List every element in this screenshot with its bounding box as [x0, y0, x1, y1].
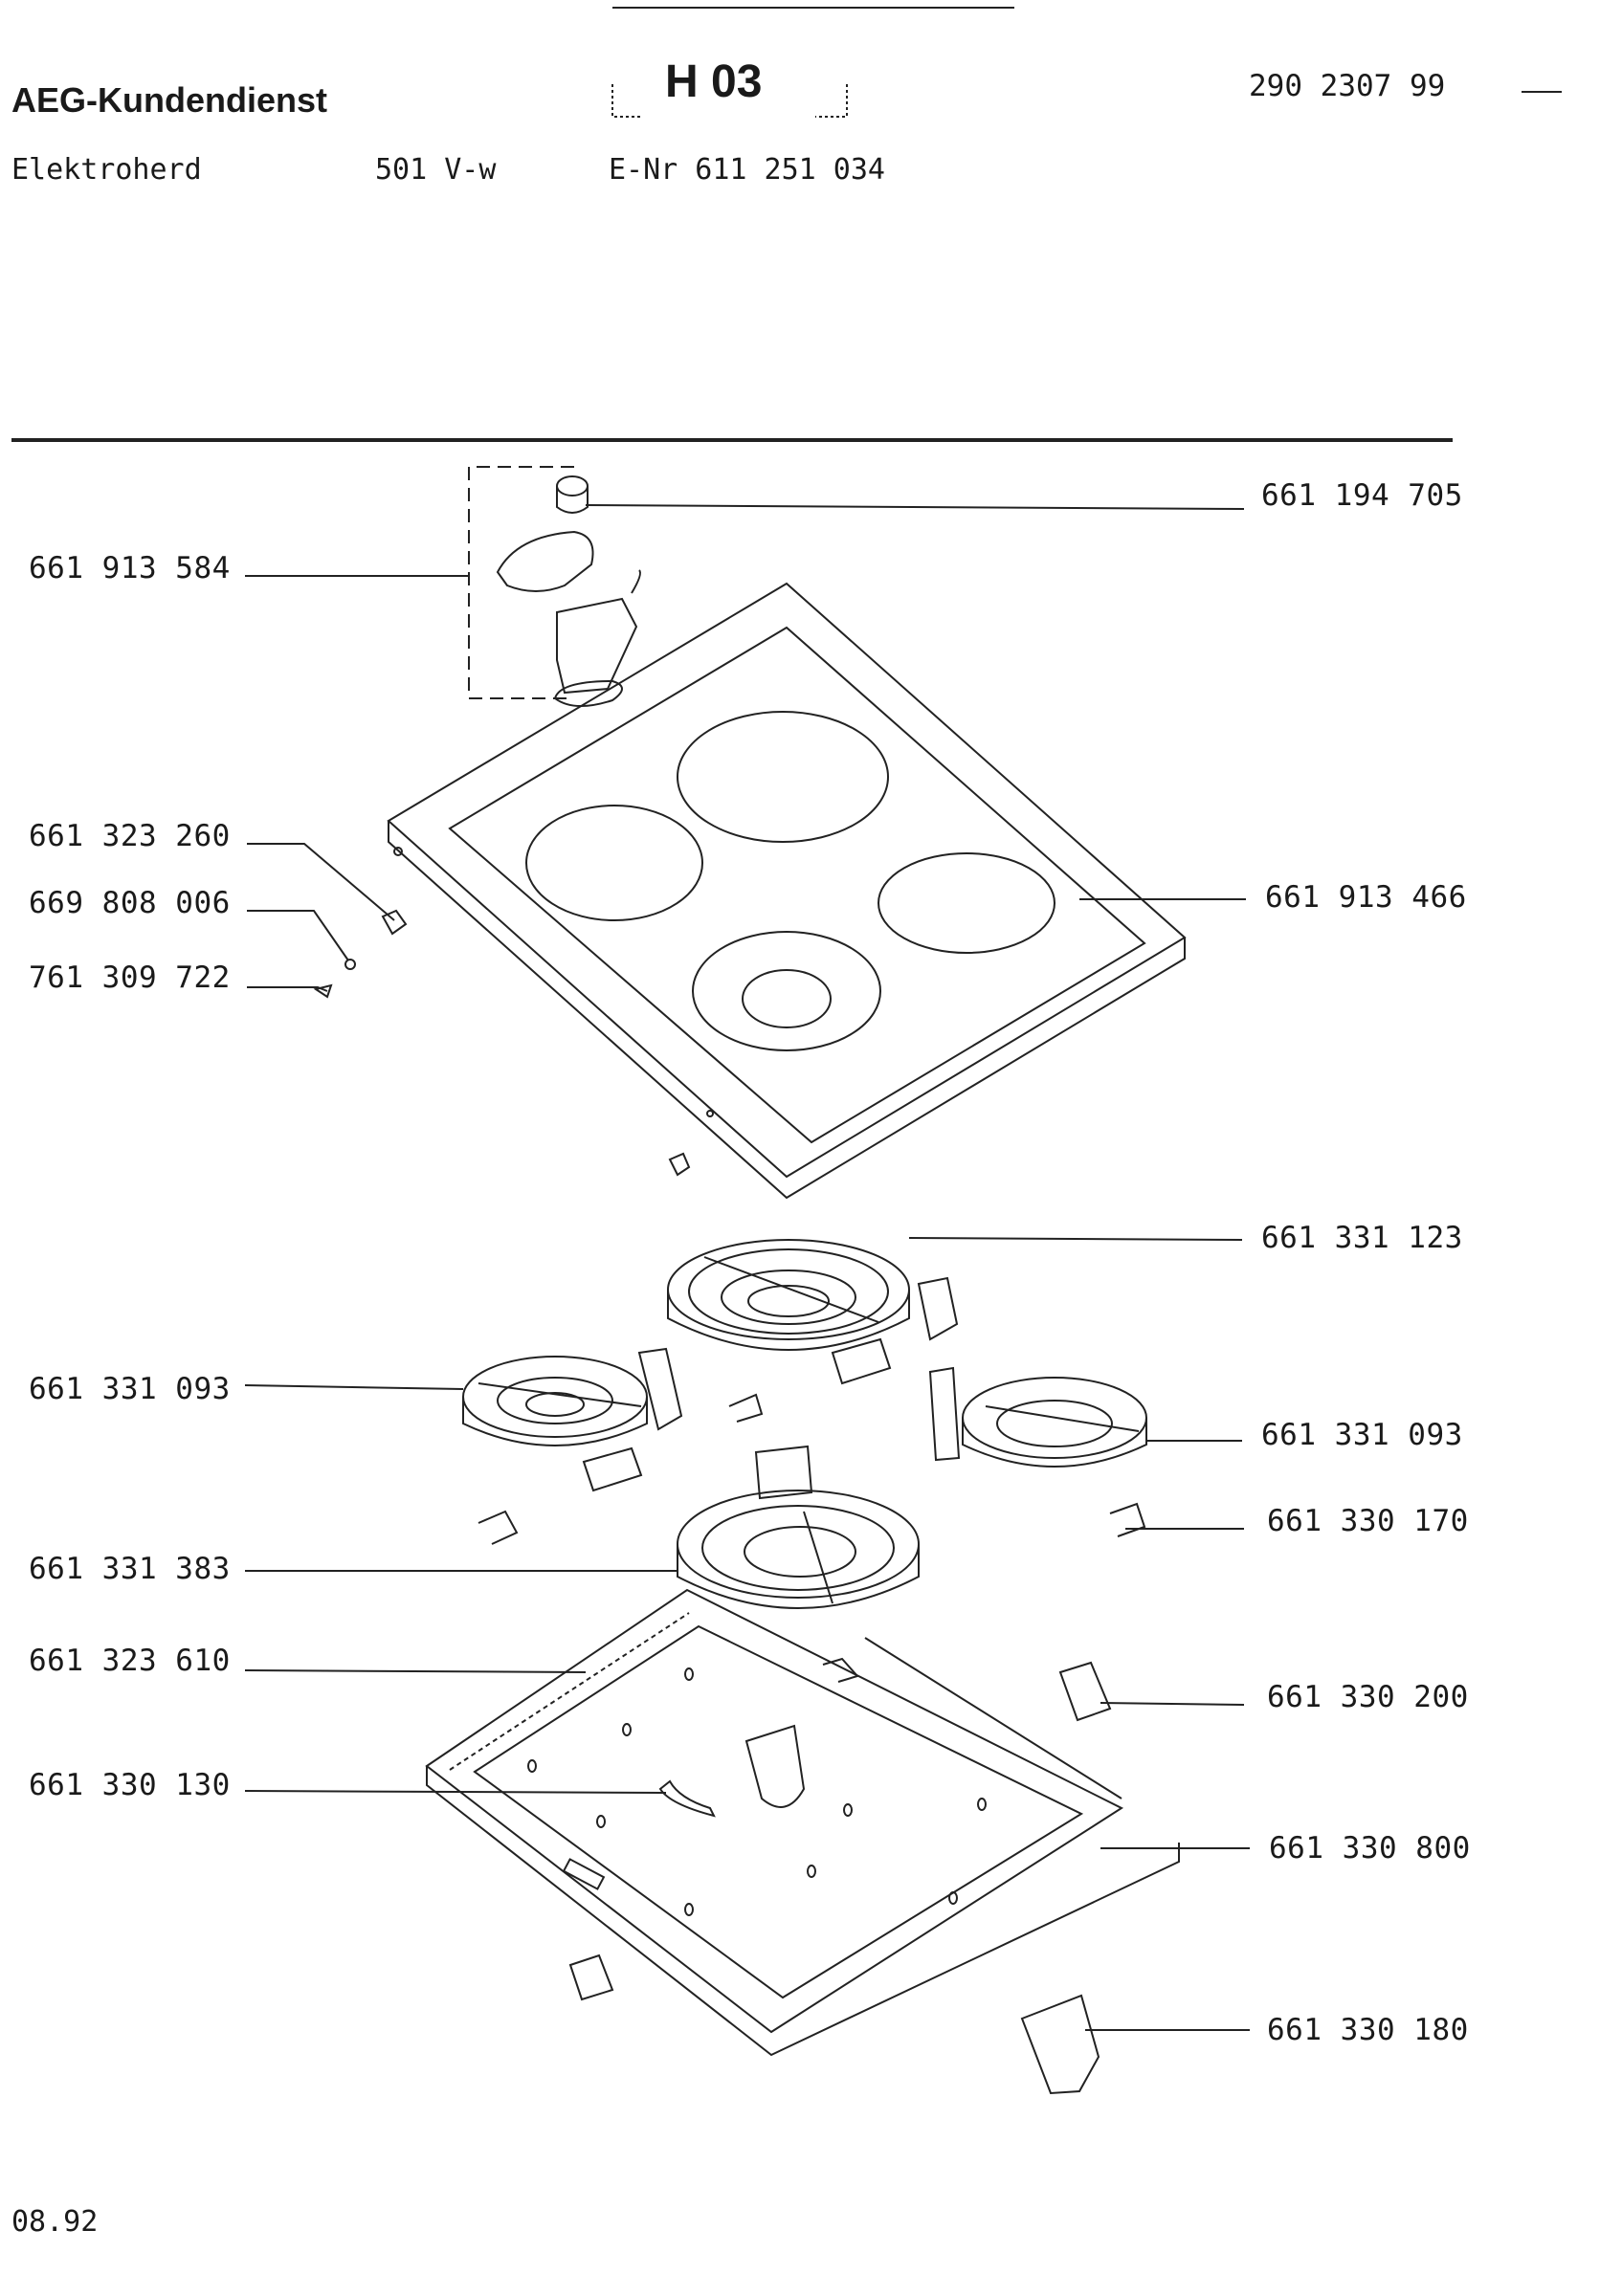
part-label: 661 330 130 [29, 1768, 231, 1802]
leader-lines [244, 504, 1250, 2031]
element-clips [478, 1393, 1146, 1683]
dual-hotplate-element [677, 1445, 920, 1609]
part-label: 661 913 584 [29, 551, 231, 585]
part-label: 661 330 180 [1267, 2013, 1469, 2047]
right-hotplate-element [928, 1366, 1147, 1468]
part-label: 661 913 466 [1265, 880, 1467, 915]
large-hotplate-element [667, 1239, 959, 1385]
brand-title: AEG-Kundendienst [11, 80, 327, 120]
section-code-bracket [611, 84, 848, 118]
part-label: 661 194 705 [1261, 478, 1463, 513]
knob-group [468, 466, 641, 699]
part-label: 661 331 093 [29, 1372, 231, 1406]
part-label: 661 331 383 [29, 1552, 231, 1586]
part-label: 669 808 006 [29, 886, 231, 920]
product-name: Elektroherd [11, 153, 202, 187]
document-number: 290 2307 99 [1249, 69, 1446, 103]
part-label: 661 330 200 [1267, 1680, 1469, 1714]
hob-top [387, 582, 1187, 1200]
print-date: 08.92 [11, 2205, 99, 2239]
bottom-tray [425, 1588, 1180, 2057]
terminal-blocks [568, 1661, 1112, 2095]
section-code: H 03 [665, 56, 763, 107]
part-label: 661 330 800 [1269, 1831, 1471, 1866]
model-name: 501 V-w [375, 153, 497, 187]
left-hotplate-element [462, 1347, 683, 1492]
part-label: 661 323 610 [29, 1644, 231, 1678]
part-label: 661 331 123 [1261, 1221, 1463, 1255]
part-label: 761 309 722 [29, 960, 231, 995]
part-label: 661 323 260 [29, 819, 231, 853]
small-hardware [313, 909, 691, 1177]
part-label: 661 330 170 [1267, 1504, 1469, 1538]
e-number: E-Nr 611 251 034 [609, 153, 885, 187]
part-label: 661 331 093 [1261, 1418, 1463, 1452]
